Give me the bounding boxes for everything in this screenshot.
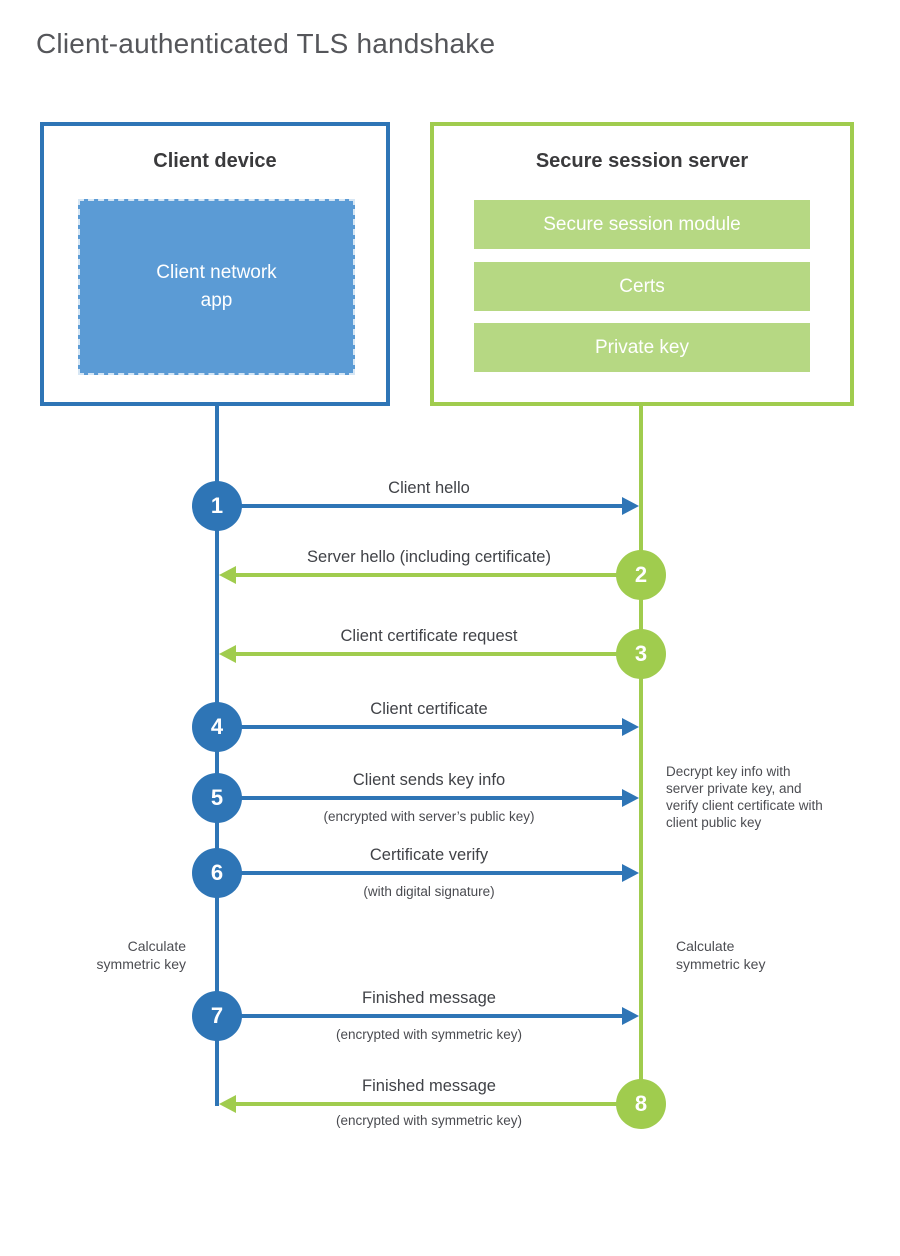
server-calculate-symmetric-key-note: Calculate symmetric key [676,938,766,972]
step-circle-7: 7 [192,991,242,1041]
server-lifeline [639,404,643,1106]
message-5-label: Client sends key info [352,771,506,789]
message-4-arrowhead-icon [622,718,639,736]
step-circle-2: 2 [616,550,666,600]
message-1-arrowhead-icon [622,497,639,515]
message-2-arrow [235,573,641,577]
step-circle-3: 3 [616,629,666,679]
message-8-arrowhead-icon [219,1095,236,1113]
message-8-label: Finished message [362,1077,496,1095]
message-6-label: Certificate verify [369,846,489,864]
step-circle-5: 5 [192,773,242,823]
client-network-app-box: Client network app [78,199,355,375]
secure-session-server-title: Secure session server [535,150,749,172]
message-7-arrowhead-icon [622,1007,639,1025]
message-3-arrow [235,652,641,656]
step-circle-1: 1 [192,481,242,531]
message-2-arrowhead-icon [219,566,236,584]
message-6-arrow [219,871,623,875]
page-title: Client-authenticated TLS handshake [36,28,496,59]
step-circle-6: 6 [192,848,242,898]
message-1-arrow [219,504,623,508]
message-5-arrow [219,796,623,800]
client-calculate-symmetric-key-note: Calculate symmetric key [96,938,186,972]
message-4-arrow [219,725,623,729]
message-5-sublabel: (encrypted with server’s public key) [323,809,535,824]
message-8-arrow [235,1102,641,1106]
message-7-label: Finished message [362,989,496,1007]
message-3-arrowhead-icon [219,645,236,663]
message-1-label: Client hello [388,479,470,497]
message-8-sublabel: (encrypted with symmetric key) [335,1113,523,1128]
client-device-title: Client device [153,150,277,172]
message-3-label: Client certificate request [340,627,518,645]
client-lifeline [215,404,219,1106]
message-7-arrow [219,1014,623,1018]
message-4-label: Client certificate [370,700,488,718]
secure-session-server-box: Secure session server Secure session mod… [430,122,854,406]
server-decrypt-note: Decrypt key info with server private key… [666,764,823,830]
client-device-box: Client device Client network app [40,122,390,406]
server-module-private-key: Private key [474,323,810,372]
message-7-sublabel: (encrypted with symmetric key) [335,1027,523,1042]
server-module-secure-session: Secure session module [474,200,810,249]
message-6-sublabel: (with digital signature) [363,884,495,899]
step-circle-4: 4 [192,702,242,752]
message-2-label: Server hello (including certificate) [307,548,551,566]
server-module-certs: Certs [474,262,810,311]
message-5-arrowhead-icon [622,789,639,807]
message-6-arrowhead-icon [622,864,639,882]
step-circle-8: 8 [616,1079,666,1129]
